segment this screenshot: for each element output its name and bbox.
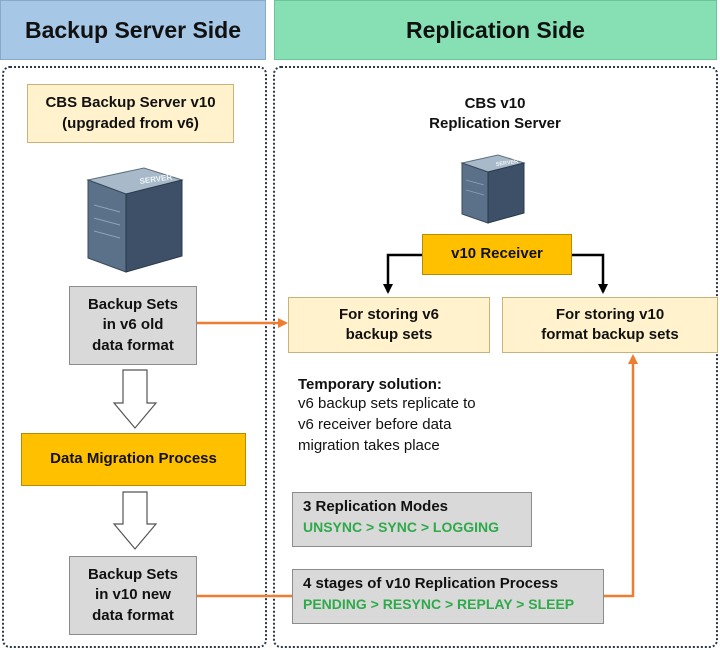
down-arrow-to-migration [112,369,158,429]
replication-modes-title: 3 Replication Modes [303,498,449,515]
backup-server-label: CBS Backup Server v10 (upgraded from v6) [27,84,234,143]
v6-storage-box: For storing v6 backup sets [288,297,490,353]
v10-receiver: v10 Receiver [422,234,572,275]
replication-stages-steps: PENDING > RESYNC > REPLAY > SLEEP [303,596,575,612]
replication-side-panel [273,66,718,648]
backup-server-icon: SERVER [86,167,184,273]
temporary-solution-title: Temporary solution: [298,376,442,393]
replication-modes-steps: UNSYNC > SYNC > LOGGING [303,519,500,535]
backup-side-panel [2,66,267,648]
arrow-receiver-to-v10-storage [572,253,608,294]
arrow-receiver-to-v6-storage [383,253,422,294]
down-arrow-to-new-sets [112,491,158,550]
replication-side-header: Replication Side [274,0,717,60]
replication-stages-box: 4 stages of v10 Replication Process PEND… [292,569,604,624]
replication-stages-title: 4 stages of v10 Replication Process [303,575,559,592]
replication-modes-box: 3 Replication Modes UNSYNC > SYNC > LOGG… [292,492,532,547]
backup-side-header: Backup Server Side [0,0,266,60]
svg-text:SERVER: SERVER [495,159,518,168]
v10-new-backup-sets: Backup Sets in v10 new data format [69,556,197,635]
replication-server-label: CBS v10 Replication Server [429,95,561,133]
data-migration-process: Data Migration Process [21,433,246,486]
temporary-solution-text: v6 backup sets replicate to v6 receiver … [298,395,476,454]
temporary-solution-note: Temporary solution: v6 backup sets repli… [298,376,548,456]
replication-server-icon: SERVER [460,154,526,224]
arrow-stages-to-v10-storage [604,354,638,598]
v6-old-backup-sets: Backup Sets in v6 old data format [69,286,197,365]
v10-storage-box: For storing v10 format backup sets [502,297,718,353]
